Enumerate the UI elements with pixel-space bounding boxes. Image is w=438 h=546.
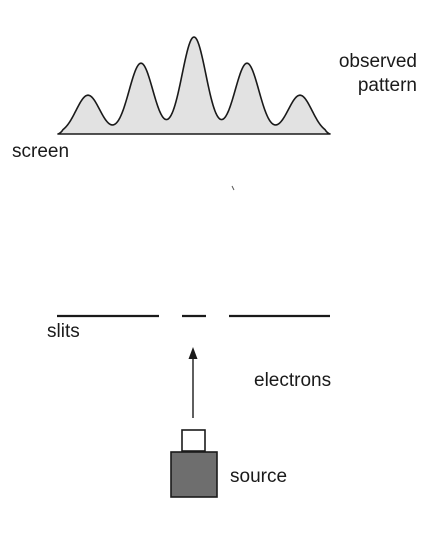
electron-source xyxy=(170,429,218,498)
electron-arrow xyxy=(188,347,198,418)
electrons-label: electrons xyxy=(254,370,332,391)
stray-mark xyxy=(231,185,235,191)
arrow-head-icon xyxy=(188,347,198,359)
source-label: source xyxy=(230,466,288,487)
source-nozzle xyxy=(181,429,206,452)
interference-pattern-curve xyxy=(57,36,331,135)
observed-label-line1: observed xyxy=(338,51,417,72)
source-body xyxy=(170,451,218,498)
observed-label-line2: pattern xyxy=(357,75,417,96)
slits-label: slits xyxy=(47,321,80,342)
observed-pattern-label: observed pattern xyxy=(339,50,417,98)
screen-label: screen xyxy=(12,141,70,162)
